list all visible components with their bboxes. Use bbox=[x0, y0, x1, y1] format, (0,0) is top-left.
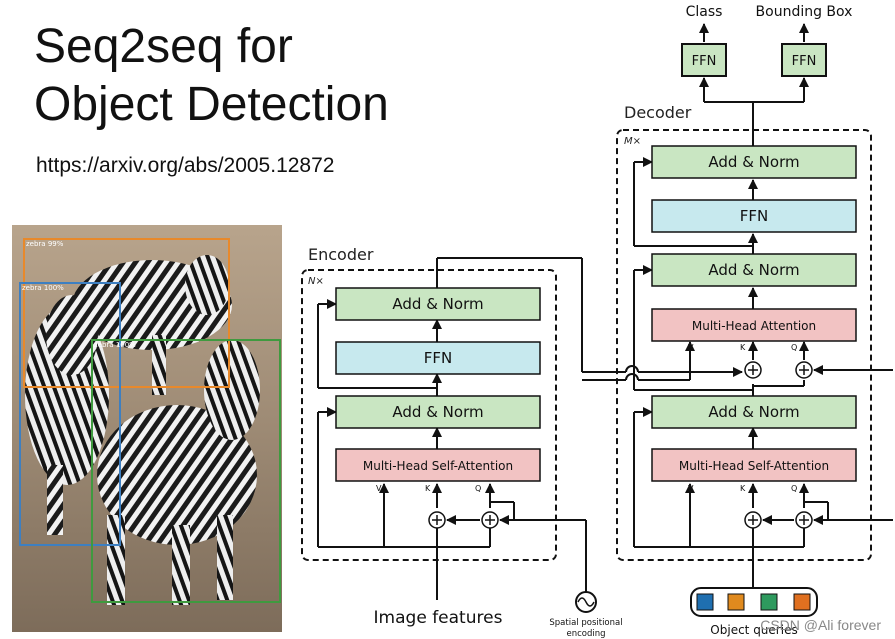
decoder-cross-v-label: V bbox=[688, 343, 694, 352]
detection-box-orange bbox=[23, 238, 230, 388]
zebra-front-leg-2 bbox=[172, 525, 190, 605]
decoder-block-border bbox=[616, 129, 872, 561]
decoder-add-norm-top-box bbox=[651, 145, 857, 179]
object-queries-container bbox=[690, 587, 818, 617]
decoder-self-v-label: V bbox=[688, 484, 694, 493]
positional-encoding-label-1: Spatial positional bbox=[549, 618, 622, 628]
decoder-add-norm-bottom-box bbox=[651, 395, 857, 429]
object-queries-label: Object queries bbox=[710, 623, 797, 637]
detection-box-blue bbox=[19, 282, 121, 546]
encoder-label: Encoder bbox=[308, 245, 374, 264]
class-ffn-label: FFN bbox=[692, 54, 717, 69]
class-output-label: Class bbox=[686, 4, 723, 20]
zebra-left-legs bbox=[47, 465, 63, 535]
decoder-add-norm-bottom-label: Add & Norm bbox=[708, 403, 799, 421]
slide-title: Seq2seq for Object Detection bbox=[34, 18, 389, 134]
encoder-repeat-label: N× bbox=[308, 276, 324, 287]
decoder-cross-attention-label: Multi-Head Attention bbox=[692, 319, 816, 333]
slide-title-line-2: Object Detection bbox=[34, 78, 389, 131]
decoder-cross-attention-box bbox=[651, 308, 857, 342]
zebra-photo: zebra 99% zebra 100% zebra 100% bbox=[12, 225, 282, 632]
detection-box-green bbox=[91, 339, 281, 603]
decoder-add-norm-top-label: Add & Norm bbox=[708, 153, 799, 171]
zebra-left-head bbox=[46, 295, 98, 375]
positional-encoding-label-2: encoding bbox=[566, 629, 605, 639]
image-features-label: Image features bbox=[374, 608, 503, 628]
watermark: CSDN @Ali forever bbox=[760, 617, 881, 633]
encoder-add-norm-top-label: Add & Norm bbox=[392, 295, 483, 313]
decoder-ffn-box bbox=[651, 199, 857, 233]
encoder-q-label: Q bbox=[475, 484, 481, 493]
encoder-ffn-label: FFN bbox=[424, 349, 452, 367]
encoder-attention-box bbox=[335, 448, 541, 482]
encoder-ffn-box bbox=[335, 341, 541, 375]
encoder-add-norm-bottom-label: Add & Norm bbox=[392, 403, 483, 421]
decoder-cross-q-label: Q bbox=[791, 343, 797, 352]
class-ffn-box bbox=[681, 43, 727, 77]
object-query-1 bbox=[696, 593, 714, 611]
paper-link[interactable]: https://arxiv.org/abs/2005.12872 bbox=[36, 154, 335, 177]
detection-label-blue: zebra 100% bbox=[22, 284, 64, 292]
zebra-front-head bbox=[204, 340, 260, 440]
detection-label-green: zebra 100% bbox=[94, 341, 136, 349]
decoder-add-norm-mid-label: Add & Norm bbox=[708, 261, 799, 279]
decoder-self-k-label: K bbox=[740, 484, 746, 493]
bbox-output-label: Bounding Box bbox=[756, 4, 853, 20]
encoder-add-norm-top-box bbox=[335, 287, 541, 321]
encoder-k-label: K bbox=[425, 484, 431, 493]
detection-label-orange: zebra 99% bbox=[26, 240, 64, 248]
object-query-3 bbox=[760, 593, 778, 611]
encoder-add-norm-bottom-box bbox=[335, 395, 541, 429]
encoder-attention-label: Multi-Head Self-Attention bbox=[363, 459, 513, 473]
zebra-back-head bbox=[185, 255, 229, 315]
decoder-cross-k-label: K bbox=[740, 343, 746, 352]
decoder-label: Decoder bbox=[624, 103, 692, 122]
zebra-front-body bbox=[97, 405, 257, 545]
encoder-v-label: V bbox=[376, 484, 382, 493]
bbox-ffn-box bbox=[781, 43, 827, 77]
object-query-4 bbox=[793, 593, 811, 611]
decoder-repeat-label: M× bbox=[624, 136, 641, 147]
slide-title-line-1: Seq2seq for bbox=[34, 20, 293, 73]
decoder-self-q-label: Q bbox=[791, 484, 797, 493]
decoder-self-attention-box bbox=[651, 448, 857, 482]
bbox-ffn-label: FFN bbox=[792, 54, 817, 69]
zebra-front-leg-3 bbox=[217, 515, 233, 600]
decoder-add-norm-mid-box bbox=[651, 253, 857, 287]
decoder-ffn-label: FFN bbox=[740, 207, 768, 225]
decoder-self-attention-label: Multi-Head Self-Attention bbox=[679, 459, 829, 473]
zebra-back-legs bbox=[152, 335, 166, 395]
encoder-block-border bbox=[301, 269, 557, 561]
object-query-2 bbox=[727, 593, 745, 611]
